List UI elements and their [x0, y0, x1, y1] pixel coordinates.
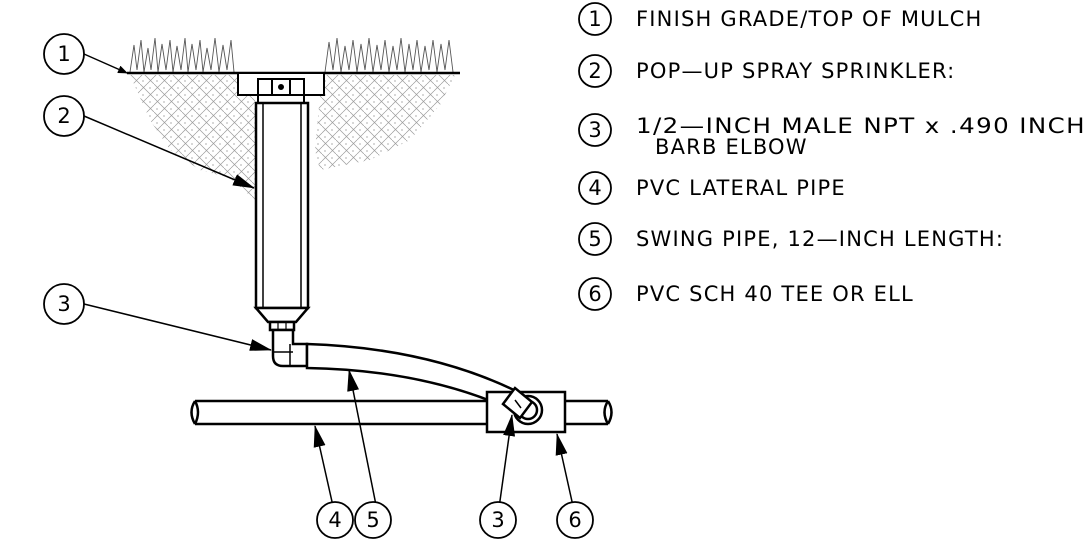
- legend-item-2: 2 POP—UP SPRAY SPRINKLER:: [578, 54, 955, 88]
- svg-text:5: 5: [366, 508, 379, 532]
- soil-hatch: [130, 75, 255, 200]
- legend-item-6: 6 PVC SCH 40 TEE OR ELL: [578, 277, 914, 311]
- svg-text:4: 4: [328, 508, 341, 532]
- pvc-lateral-pipe: [190, 399, 613, 426]
- legend-item-4: 4 PVC LATERAL PIPE: [578, 171, 846, 205]
- svg-text:4: 4: [588, 176, 601, 200]
- callout-1: 1: [43, 33, 85, 75]
- legend-item-1: 1 FINISH GRADE/TOP OF MULCH: [578, 2, 983, 36]
- svg-text:PVC SCH 40 TEE OR ELL: PVC SCH 40 TEE OR ELL: [636, 282, 914, 306]
- legend: 1 FINISH GRADE/TOP OF MULCH 2 POP—UP SPR…: [578, 2, 1086, 311]
- svg-text:6: 6: [568, 508, 581, 532]
- svg-text:BARB ELBOW: BARB ELBOW: [655, 135, 808, 159]
- barb-elbow-bottom: [501, 386, 534, 420]
- grass-left: [129, 37, 235, 73]
- callout-5: 5: [354, 501, 392, 539]
- svg-text:3: 3: [57, 292, 70, 316]
- leader-4: [313, 425, 336, 516]
- legend-item-5: 5 SWING PIPE, 12—INCH LENGTH:: [578, 222, 1004, 256]
- svg-text:POP—UP SPRAY SPRINKLER:: POP—UP SPRAY SPRINKLER:: [636, 59, 955, 83]
- svg-text:PVC LATERAL PIPE: PVC LATERAL PIPE: [636, 176, 846, 200]
- callout-4: 4: [316, 501, 354, 539]
- svg-text:FINISH GRADE/TOP OF MULCH: FINISH GRADE/TOP OF MULCH: [636, 7, 983, 31]
- callout-3-bottom: 3: [479, 501, 517, 539]
- leader-1: [83, 53, 128, 74]
- legend-item-3: 3 1/2—INCH MALE NPT x .490 INCH BARB ELB…: [578, 113, 1086, 159]
- svg-text:1/2—INCH MALE NPT x .490 INCH: 1/2—INCH MALE NPT x .490 INCH: [636, 114, 1086, 138]
- svg-text:SWING PIPE, 12—INCH LENGTH:: SWING PIPE, 12—INCH LENGTH:: [636, 227, 1004, 251]
- svg-text:3: 3: [491, 508, 504, 532]
- svg-text:5: 5: [588, 227, 601, 251]
- grass-right: [324, 37, 454, 73]
- leader-5: [347, 369, 379, 516]
- svg-text:6: 6: [588, 282, 601, 306]
- leader-2: [83, 115, 255, 189]
- sprinkler-body: [253, 101, 311, 332]
- soil-hatch-right: [315, 75, 455, 170]
- callout-6: 6: [556, 501, 594, 539]
- callout-2: 2: [43, 95, 85, 137]
- svg-text:2: 2: [57, 104, 70, 128]
- callout-3-top: 3: [43, 283, 85, 325]
- svg-text:1: 1: [588, 7, 601, 31]
- leader-3-bottom: [497, 414, 516, 516]
- sprinkler-cap: [237, 72, 325, 104]
- svg-text:2: 2: [588, 59, 601, 83]
- leader-3-top: [83, 303, 272, 351]
- svg-text:3: 3: [588, 118, 601, 142]
- barb-elbow-top: [271, 328, 309, 368]
- svg-text:1: 1: [57, 42, 70, 66]
